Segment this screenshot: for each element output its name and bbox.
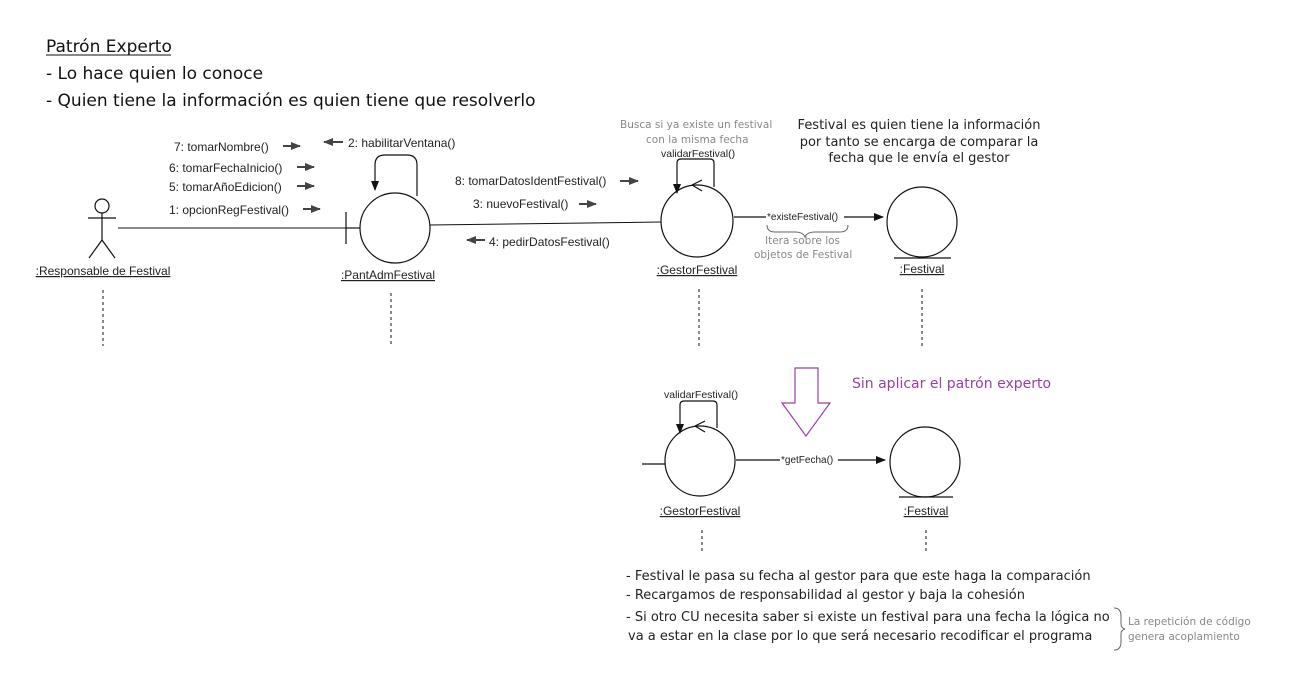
control-icon-bottom: [664, 420, 736, 497]
side-note-1: La repetición de código: [1128, 616, 1251, 628]
boundary-icon: [345, 192, 431, 264]
msg-4: 4: pedirDatosFestival(): [489, 235, 610, 249]
bullet-2: - Recargamos de responsabilidad al gesto…: [626, 588, 1025, 603]
note-expert-1: Festival es quien tiene la información: [798, 118, 1041, 133]
link-boundary-control: [429, 221, 662, 226]
control-label-bottom: :GestorFestival: [660, 504, 741, 518]
entity-label-bottom: :Festival: [904, 504, 949, 518]
msg-existe: *existeFestival(): [767, 212, 838, 223]
label-sin-aplicar: Sin aplicar el patrón experto: [852, 376, 1051, 392]
msg-2: 2: habilitarVentana(): [348, 136, 455, 150]
msg-1: 1: opcionRegFestival(): [169, 203, 289, 217]
header-line-2: - Quien tiene la información es quien ti…: [46, 91, 536, 111]
boundary-label: :PantAdmFestival: [341, 268, 435, 282]
bullet-3a: - Si otro CU necesita saber si existe un…: [626, 610, 1110, 625]
msg-5: 5: tomarAñoEdicion(): [169, 180, 282, 194]
msg-validar-bottom: validarFestival(): [664, 389, 738, 401]
note-itera-1: Itera sobre los: [765, 235, 840, 247]
entity-icon: [886, 186, 958, 259]
control-icon: [660, 179, 734, 258]
header-line-1: - Lo hace quien lo conoce: [46, 64, 263, 84]
self-loop-control-bottom: [676, 400, 718, 434]
msg-6: 6: tomarFechaInicio(): [169, 161, 282, 175]
control-label: :GestorFestival: [657, 263, 738, 277]
msg-getfecha: *getFecha(): [781, 455, 833, 466]
entity-icon-bottom: [889, 426, 961, 498]
getfecha-bg: [780, 453, 838, 466]
note-expert-2: por tanto se encarga de comparar la: [800, 135, 1039, 150]
page-title: Patrón Experto: [46, 37, 172, 57]
actor-icon: [88, 198, 116, 259]
msg-3: 3: nuevoFestival(): [473, 197, 568, 211]
actor-label: :Responsable de Festival: [36, 264, 171, 278]
side-note-2: genera acoplamiento: [1128, 631, 1240, 643]
note-busca-1: Busca si ya existe un festival: [620, 119, 772, 131]
down-arrow-icon: [780, 367, 832, 438]
msg-validar: validarFestival(): [661, 148, 735, 160]
msg-7: 7: tomarNombre(): [174, 140, 269, 154]
self-loop-boundary: [371, 154, 418, 196]
entity-label: :Festival: [900, 262, 945, 276]
existe-bg: [766, 210, 844, 223]
note-itera-2: objetos de Festival: [754, 249, 852, 261]
brace-itera: [766, 224, 849, 239]
note-expert-3: fecha que le envía el gestor: [828, 151, 1010, 166]
msg-8: 8: tomarDatosIdentFestival(): [455, 174, 606, 188]
self-loop-control: [673, 158, 715, 194]
brace-side-note: [1113, 607, 1126, 651]
note-busca-2: con la misma fecha: [646, 134, 749, 146]
bullet-1: - Festival le pasa su fecha al gestor pa…: [626, 569, 1091, 584]
bullet-3b: va a estar en la clase por lo que será n…: [628, 629, 1092, 644]
